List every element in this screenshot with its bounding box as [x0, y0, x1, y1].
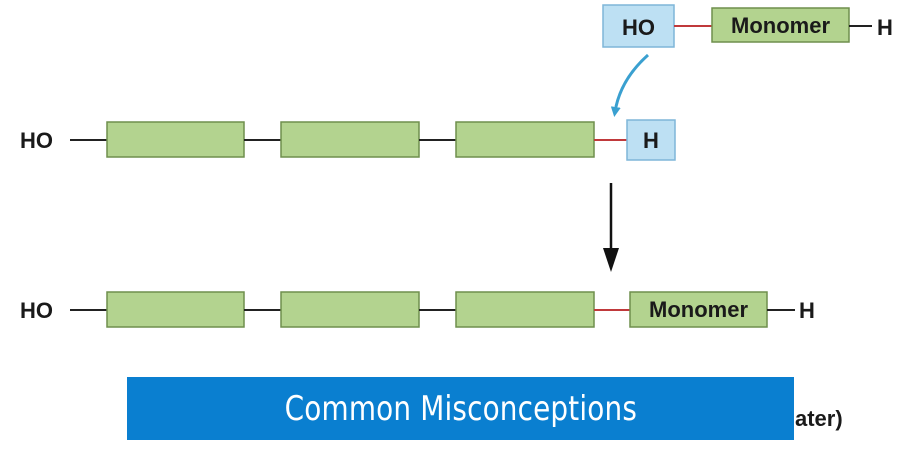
chain1-h-box — [626, 119, 676, 161]
chain2-monomer-2 — [280, 291, 420, 328]
caption-fragment: ater) — [795, 406, 843, 431]
chain2-ho-label: HO — [20, 298, 53, 323]
curved-arrow — [610, 53, 649, 117]
incoming-monomer: HO Monomer H — [602, 4, 893, 48]
incoming-monomer-box — [711, 7, 850, 43]
polymer-before: HO H — [20, 119, 676, 161]
chain1-monomer-2 — [280, 121, 420, 158]
chain2-monomer-1 — [106, 291, 245, 328]
incoming-ho-label: HO — [622, 15, 655, 40]
chain2-monomer-3 — [455, 291, 595, 328]
chain1-monomer-1 — [106, 121, 245, 158]
misconceptions-banner[interactable]: Common Misconceptions — [127, 377, 794, 440]
chain2-monomer-new — [629, 291, 768, 328]
down-arrow — [603, 183, 619, 272]
incoming-ho-box — [602, 4, 675, 48]
chain1-monomer-3 — [455, 121, 595, 158]
banner-title: Common Misconceptions — [284, 388, 637, 429]
incoming-monomer-label: Monomer — [731, 13, 830, 38]
chain2-monomer-label: Monomer — [649, 297, 748, 322]
incoming-h-label: H — [877, 15, 893, 40]
chain1-h-label: H — [643, 128, 659, 153]
chain1-ho-label: HO — [20, 128, 53, 153]
chain2-h-label: H — [799, 298, 815, 323]
polymer-after: HO Monomer H — [20, 291, 815, 328]
